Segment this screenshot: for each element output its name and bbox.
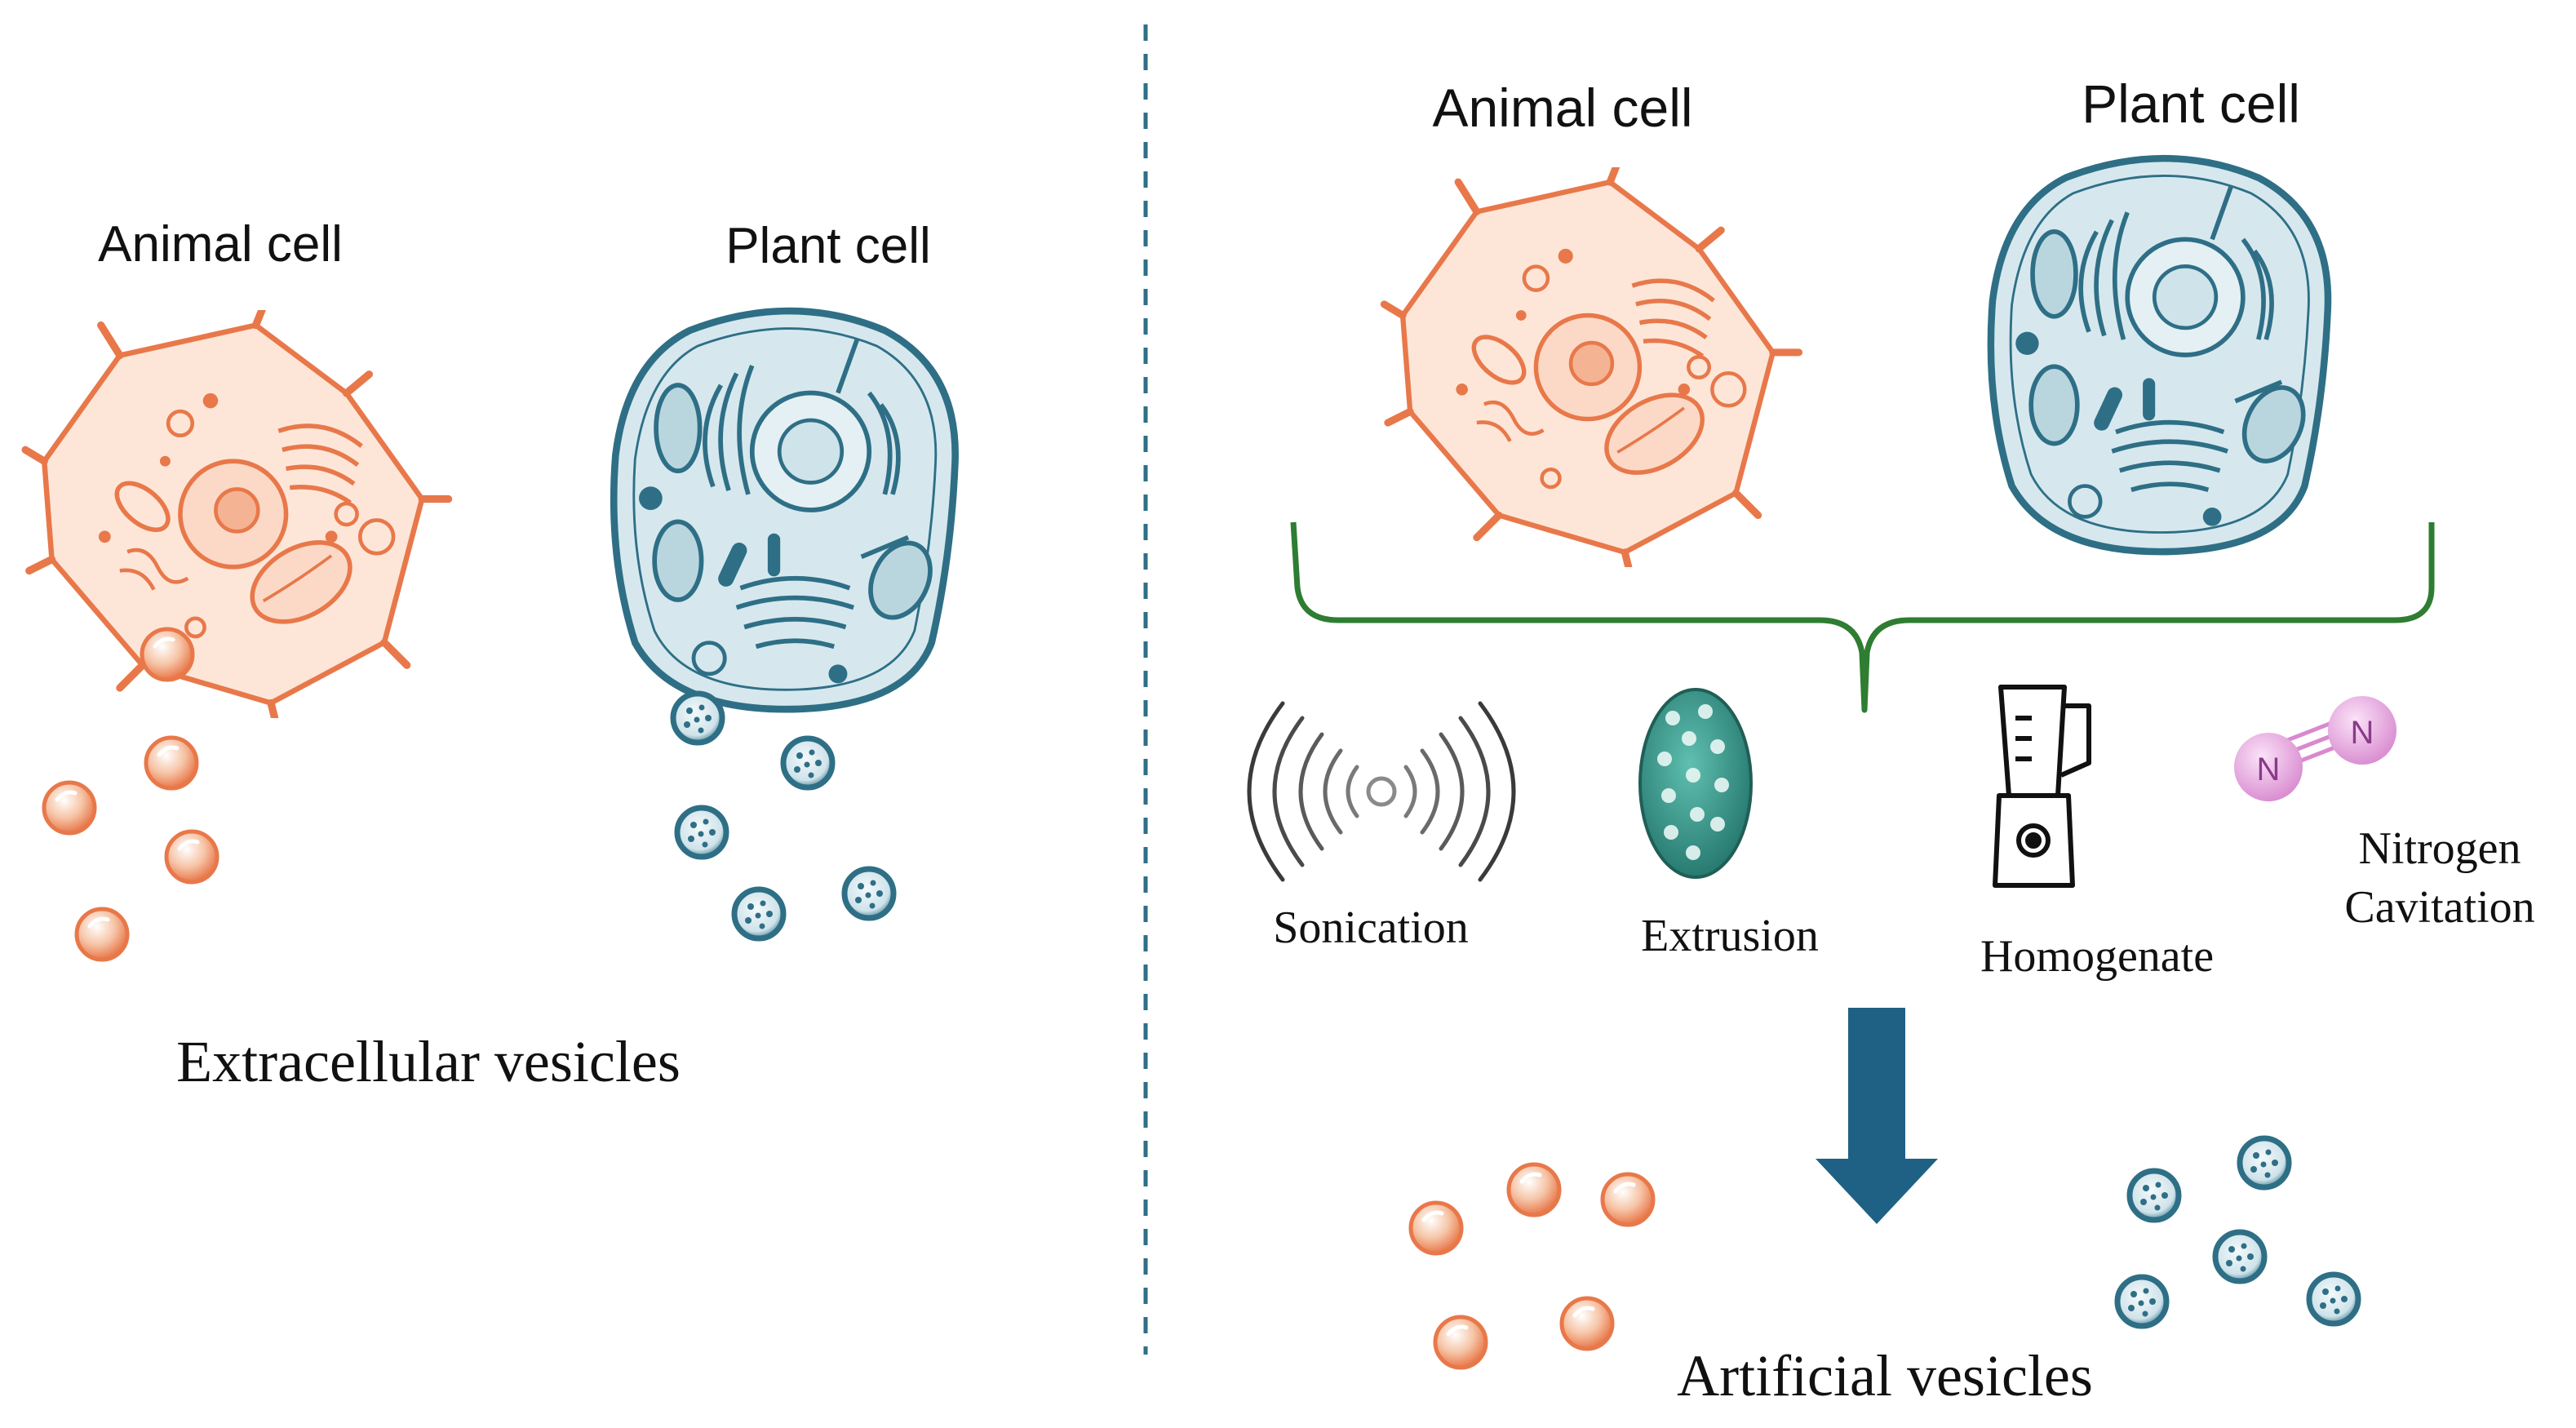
left-animal-label: Animal cell <box>98 216 343 273</box>
right-plant-cell <box>1991 158 2328 552</box>
down-arrow <box>1816 1008 1938 1224</box>
right-animal-label: Animal cell <box>1432 78 1692 138</box>
method-label-homogenate: Homogenate <box>1980 931 2214 982</box>
left-caption: Extracellular vesicles <box>176 1029 681 1094</box>
sonication-waves-icon <box>1247 701 1516 882</box>
svg-text:N: N <box>2257 752 2281 787</box>
right-caption: Artificial vesicles <box>1677 1343 2093 1408</box>
left-plant-cell <box>614 311 955 709</box>
svg-text:N: N <box>2351 715 2374 751</box>
right-animal-cell <box>1384 163 1798 567</box>
grouping-brace <box>1290 521 2435 713</box>
method-label-cavitation: Cavitation <box>2344 882 2534 933</box>
left-plant-vesicles <box>673 694 893 938</box>
extrusion-membrane-icon <box>1638 688 1753 879</box>
left-animal-cell <box>25 306 449 718</box>
right-panel: Animal cell Plant cell Sonication E <box>1247 73 2535 1408</box>
nitrogen-molecule-icon: N N <box>2234 696 2396 801</box>
method-label-nitrogen: Nitrogen <box>2358 823 2521 874</box>
right-plant-label: Plant cell <box>2082 73 2300 134</box>
right-animal-vesicles <box>1411 1164 1653 1368</box>
method-label-extrusion: Extrusion <box>1641 911 1819 961</box>
method-label-sonication: Sonication <box>1273 902 1469 953</box>
blender-icon <box>1993 685 2091 888</box>
left-panel: Animal cell Plant cell Extracellular ves… <box>25 216 955 1094</box>
left-plant-label: Plant cell <box>725 218 931 274</box>
right-plant-vesicles <box>2117 1138 2358 1326</box>
